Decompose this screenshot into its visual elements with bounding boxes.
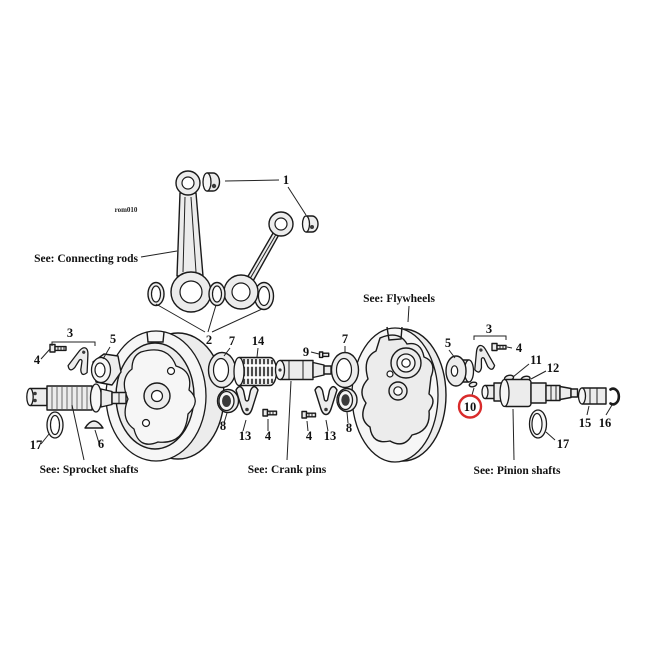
highlighted-callout-10[interactable]: 10 <box>457 387 483 419</box>
callout-7-right: 7 <box>342 332 348 346</box>
callout-lines <box>40 179 613 461</box>
right-flywheel <box>351 326 447 463</box>
callout-5-right: 5 <box>445 336 451 350</box>
label-see-connecting-rods: See: Connecting rods <box>34 253 138 265</box>
left-flywheel <box>105 330 225 462</box>
label-see-flywheels: See: Flywheels <box>363 293 435 305</box>
callout-8-right: 8 <box>346 421 352 435</box>
callout-3-right: 3 <box>486 322 492 336</box>
callout-5-left: 5 <box>110 332 116 346</box>
crank-pin-nut-right <box>336 387 358 413</box>
callout-17-left: 17 <box>30 438 43 452</box>
callout-14: 14 <box>252 334 265 348</box>
thrust-washer-7-right <box>330 351 360 389</box>
callout-4-right: 4 <box>516 341 523 355</box>
woodruff-key-6 <box>84 420 104 429</box>
callout-4-mid-left: 4 <box>265 429 272 443</box>
key-10 <box>468 381 478 388</box>
thrust-washer-7-left <box>207 351 237 389</box>
rod-bearing-races <box>147 281 226 307</box>
pinion-spacer-5 <box>445 355 475 387</box>
callout-1: 1 <box>283 173 289 187</box>
snap-ring-16 <box>609 387 621 406</box>
oring-left <box>46 411 64 439</box>
label-see-sprocket-shafts: See: Sprocket shafts <box>40 464 139 476</box>
roller-bearing-14 <box>233 356 278 387</box>
connecting-rod-rear <box>223 211 294 311</box>
callout-13-left: 13 <box>239 429 252 443</box>
callout-4-left: 4 <box>34 353 41 367</box>
crank-pin-nut-left <box>216 388 240 414</box>
connecting-rod-front <box>170 170 212 313</box>
callout-8-left: 8 <box>220 419 226 433</box>
callout-numbers: 1 2 3 3 4 4 4 4 5 5 6 7 7 8 8 9 11 12 13… <box>30 173 612 452</box>
oring-right <box>528 409 548 439</box>
crank-pin <box>274 359 332 381</box>
lock-washer-left <box>67 347 89 376</box>
callout-17-right: 17 <box>557 437 570 451</box>
pinion-shaft <box>481 378 579 408</box>
highlight-circle[interactable] <box>457 394 483 419</box>
callout-4-mid-right: 4 <box>306 429 313 443</box>
bolt-right <box>491 342 507 352</box>
label-see-pinion-shafts: See: Pinion shafts <box>474 465 561 477</box>
sprocket-nut <box>90 353 122 386</box>
watermark-text: rom010 <box>115 206 138 214</box>
callout-15: 15 <box>579 416 592 430</box>
callout-2: 2 <box>206 333 212 347</box>
lock-washer-right <box>474 344 496 373</box>
retainer-fork-left <box>235 385 259 416</box>
callout-13-right: 13 <box>324 429 337 443</box>
sprocket-shaft <box>26 383 127 413</box>
bolt-mid-left <box>262 408 278 417</box>
spacer-15 <box>577 387 607 405</box>
callout-9: 9 <box>303 345 309 359</box>
callout-3-left: 3 <box>67 326 73 340</box>
callout-6: 6 <box>98 437 104 451</box>
wrist-pin-bushing-b <box>301 215 319 233</box>
callout-12: 12 <box>547 361 560 375</box>
callout-10[interactable]: 10 <box>464 400 477 414</box>
callout-7-left: 7 <box>229 334 235 348</box>
bolt-mid-right <box>301 410 317 419</box>
retainer-fork-right <box>314 385 338 416</box>
screw-9 <box>318 351 330 359</box>
callout-11: 11 <box>530 353 542 367</box>
label-see-crank-pins: See: Crank pins <box>248 464 327 476</box>
wrist-pin-bushing-a <box>202 172 221 192</box>
callout-16: 16 <box>599 416 612 430</box>
